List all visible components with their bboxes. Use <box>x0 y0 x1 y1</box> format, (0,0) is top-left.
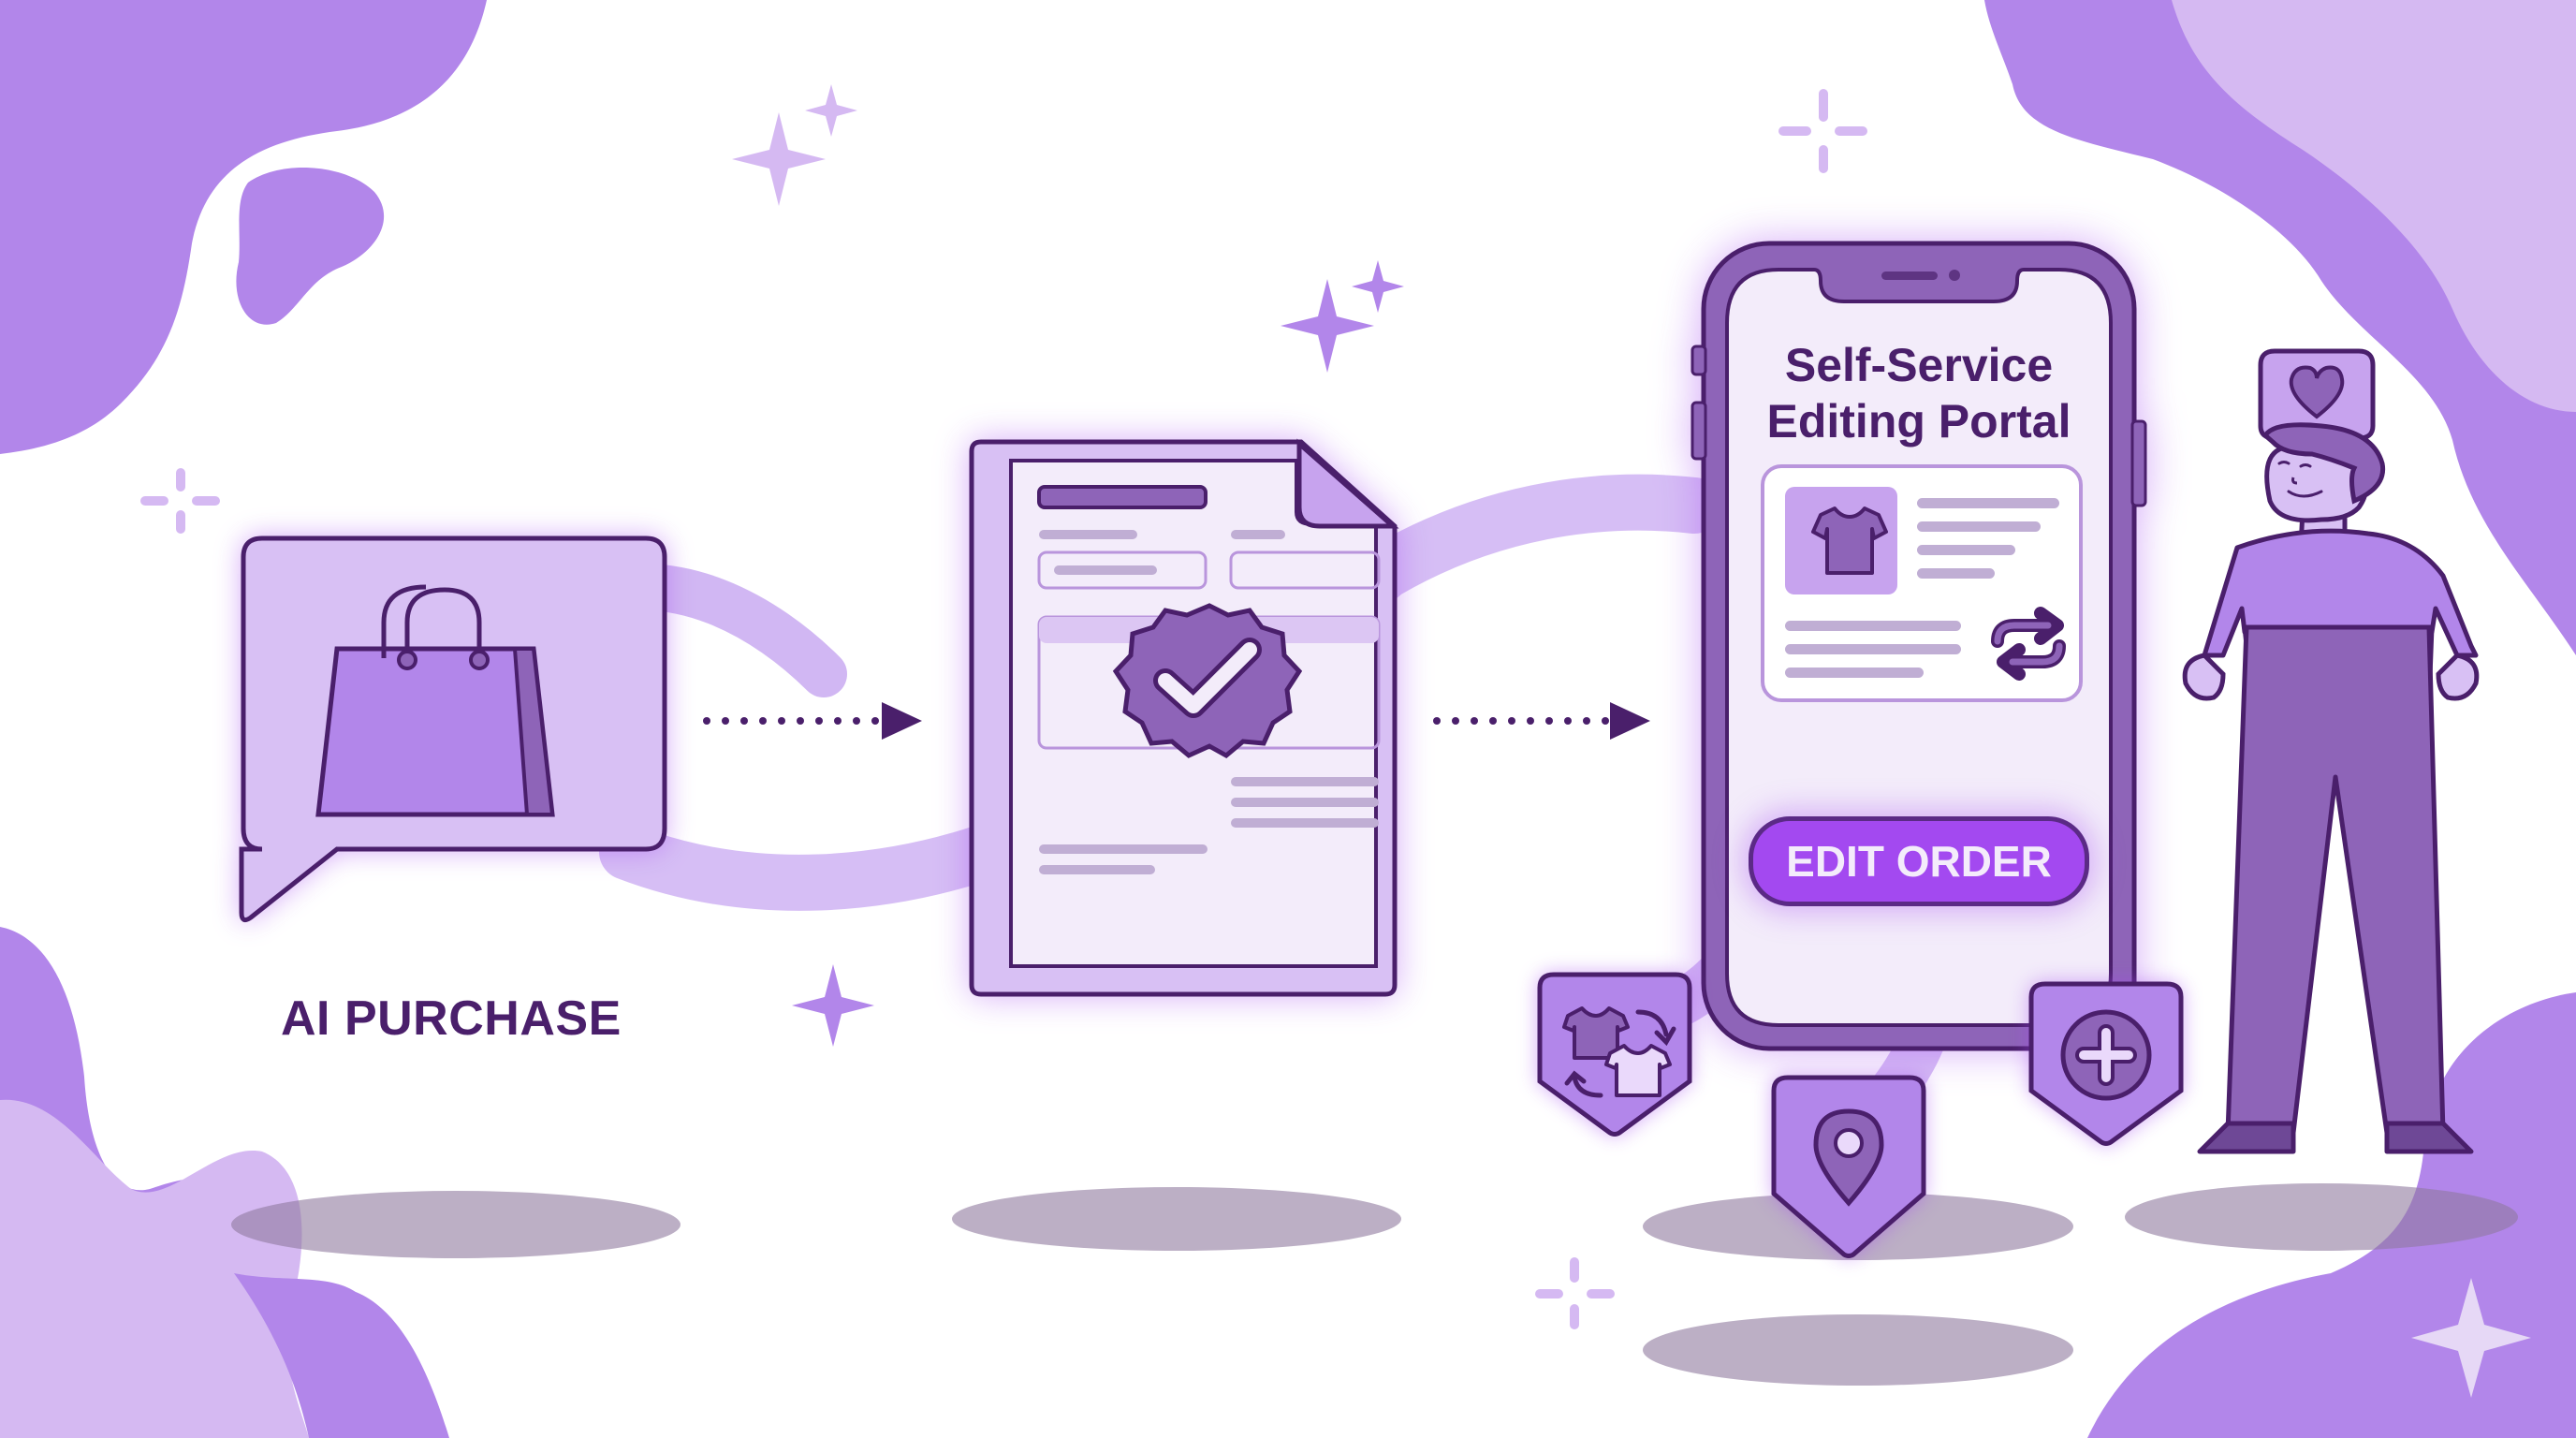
shopping-bag-icon <box>315 584 555 817</box>
badge-add-item[interactable] <box>2027 978 2186 1147</box>
edit-order-button[interactable]: EDIT ORDER <box>1749 816 2089 906</box>
portal-title-line1: Self-Service <box>1784 339 2054 391</box>
verified-order-document <box>969 438 1399 997</box>
customer-figure <box>2182 348 2480 1154</box>
badge-change-address[interactable] <box>1769 1072 1928 1259</box>
portal-title: Self-Service Editing Portal <box>1722 337 2115 449</box>
ai-purchase-label: AI PURCHASE <box>281 991 622 1046</box>
badge-exchange-item[interactable] <box>1535 969 1694 1137</box>
plus-circle-icon <box>2060 1009 2152 1101</box>
swap-shirts-icon <box>1562 1006 1676 1098</box>
t-shirt-icon <box>1811 506 1888 575</box>
portal-title-line2: Editing Portal <box>1766 395 2071 448</box>
ai-purchase-chat-bubble <box>239 536 667 923</box>
check-badge-icon <box>1112 603 1303 759</box>
